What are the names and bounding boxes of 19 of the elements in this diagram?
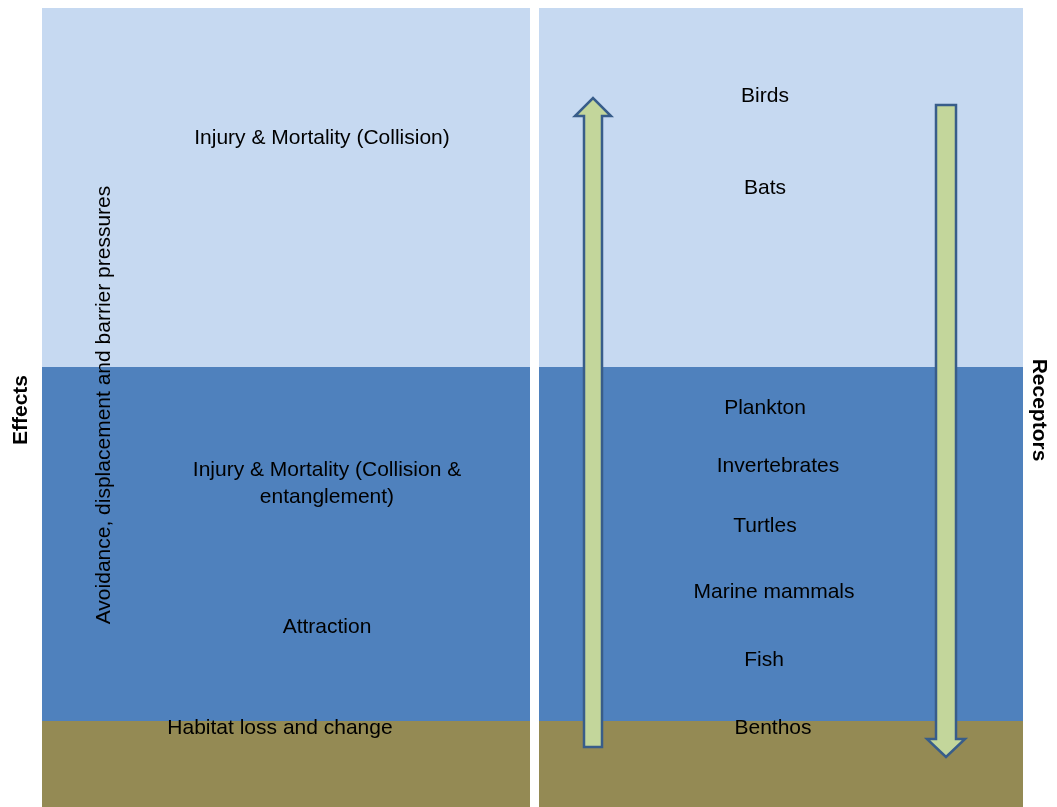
side-label: Avoidance, displacement and barrier pressures: [91, 185, 115, 625]
effect-label: Attraction: [281, 613, 373, 640]
receptor-label: Invertebrates: [716, 452, 840, 479]
effect-label: Injury & Mortality (Collision): [193, 124, 451, 151]
sky-band: [539, 8, 1023, 367]
receptor-label: Fish: [744, 646, 784, 673]
axis-title: Receptors: [1028, 358, 1052, 462]
seabed-band: [539, 721, 1023, 807]
receptor-label: Benthos: [734, 714, 812, 741]
seabed-band: [42, 721, 530, 807]
axis-title: Effects: [8, 375, 32, 445]
receptor-label: Marine mammals: [693, 578, 855, 605]
receptor-label: Plankton: [724, 394, 806, 421]
water-band: [539, 367, 1023, 721]
receptor-label: Birds: [741, 82, 789, 109]
receptor-label: Bats: [744, 174, 786, 201]
effect-label: Habitat loss and change: [166, 714, 394, 741]
effect-label: Injury & Mortality (Collision & entanglement): [191, 455, 463, 509]
receptor-label: Turtles: [733, 512, 797, 539]
